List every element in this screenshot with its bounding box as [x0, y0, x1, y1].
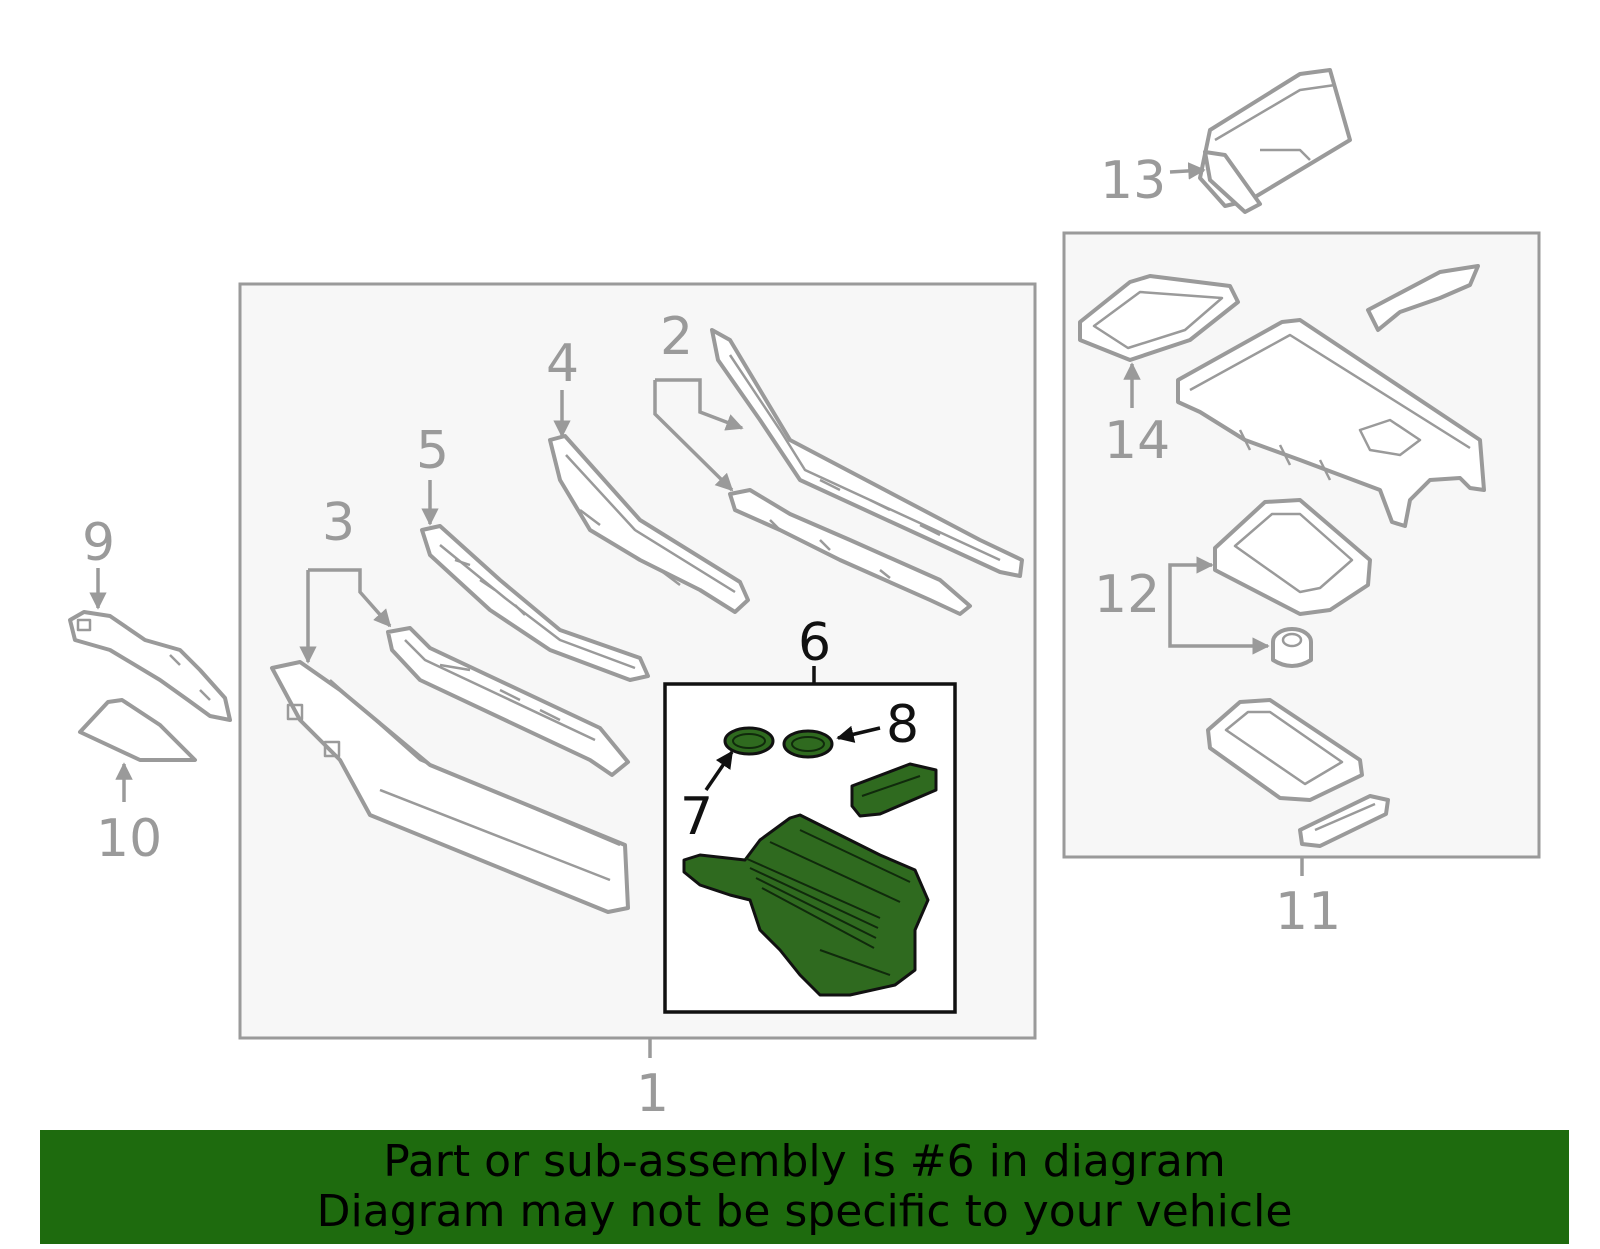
part-11-console-housing — [1176, 318, 1486, 528]
banner-line-1: Part or sub-assembly is #6 in diagram — [383, 1136, 1226, 1187]
leader-7 — [704, 750, 734, 791]
leader-13 — [1169, 162, 1206, 180]
part-3-trim-panel — [270, 660, 630, 914]
part-6-small-bracket — [850, 762, 938, 818]
part-13-duct — [1198, 68, 1352, 214]
callout-11: 11 — [1275, 882, 1341, 942]
part-5-trim-rail — [420, 524, 650, 682]
leader-2 — [655, 378, 744, 431]
callout-6: 6 — [798, 613, 831, 673]
callout-10: 10 — [96, 809, 162, 869]
leader-12b — [1168, 592, 1270, 655]
banner-line-2: Diagram may not be specific to your vehi… — [316, 1186, 1293, 1237]
callout-5: 5 — [416, 421, 449, 481]
callout-2: 2 — [660, 307, 693, 367]
part-6-cup-holder-bin — [682, 813, 930, 997]
callout-14: 14 — [1104, 411, 1170, 471]
part-10-cover — [78, 698, 197, 762]
info-banner: Part or sub-assembly is #6 in diagram Di… — [40, 1130, 1569, 1244]
callout-9: 9 — [82, 513, 115, 573]
part-12-knob — [1271, 627, 1313, 668]
callout-12: 12 — [1094, 565, 1160, 625]
part-11-small-switch — [1298, 794, 1390, 848]
callout-4: 4 — [546, 334, 579, 394]
part-2-lower-strip — [728, 488, 972, 616]
part-11-upper-bracket — [1366, 264, 1480, 332]
leader-3 — [308, 568, 392, 628]
callout-8: 8 — [886, 695, 919, 755]
part-8-ring — [782, 729, 834, 759]
callout-7: 7 — [680, 787, 713, 847]
part-11-shift-plate — [1206, 698, 1364, 802]
part-9-bracket — [68, 610, 232, 722]
part-7-ring — [723, 726, 775, 756]
callout-1: 1 — [636, 1064, 669, 1124]
callout-3: 3 — [322, 493, 355, 553]
leader-12 — [1168, 556, 1214, 592]
leader-2b — [653, 380, 734, 492]
part-14-bezel — [1078, 274, 1240, 362]
callout-13: 13 — [1100, 151, 1166, 211]
part-12-shift-bezel — [1213, 498, 1372, 616]
part-4-side-panel — [548, 434, 750, 614]
part-3-trim-strip — [386, 626, 630, 777]
leader-8 — [836, 725, 881, 743]
part-2-upper-trim — [710, 328, 1024, 578]
